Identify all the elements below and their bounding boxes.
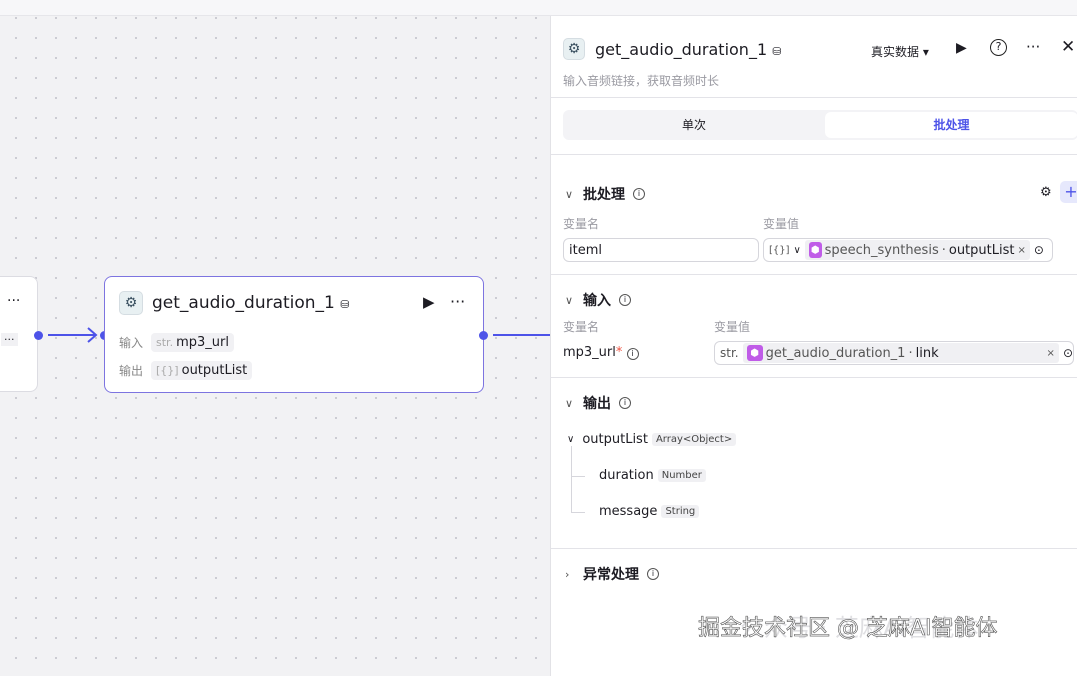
tab-batch[interactable]: 批处理	[825, 112, 1077, 138]
input-var-name: mp3_url	[563, 345, 616, 360]
col-var-name: 变量名	[563, 217, 600, 231]
batch-var-name-input[interactable]: iteml	[563, 238, 759, 262]
plugin-icon: ⚙	[119, 291, 143, 315]
plugin-badge-icon: ⛁	[772, 45, 782, 58]
close-icon[interactable]: ✕	[1061, 37, 1076, 57]
type-str: str.	[720, 346, 739, 360]
col-var-name: 变量名	[563, 320, 600, 334]
more-icon[interactable]: ···	[7, 293, 21, 309]
connection-line	[493, 334, 550, 336]
more-icon[interactable]: ···	[450, 292, 466, 311]
target-icon[interactable]: ⊙	[1033, 243, 1044, 257]
help-icon[interactable]: ?	[990, 39, 1007, 56]
node-settings-panel: ⚙ get_audio_duration_1 ⛁ 真实数据 ▾ ▶ ? ··· …	[550, 16, 1077, 676]
previous-node[interactable]: ··· ···	[0, 276, 38, 392]
type-str: str.	[156, 336, 174, 349]
node-ref-icon: ⬢	[808, 242, 822, 258]
plugin-icon: ⚙	[563, 38, 585, 60]
connection-arrow	[48, 327, 98, 343]
node-get-audio-duration[interactable]: ⚙ get_audio_duration_1 ⛁ ▶ ··· 输入 str.mp3…	[104, 276, 484, 393]
node-title: get_audio_duration_1	[152, 293, 335, 313]
panel-title: get_audio_duration_1	[595, 40, 768, 59]
col-var-value: 变量值	[763, 217, 800, 231]
run-icon[interactable]: ▶	[956, 40, 967, 56]
output-port[interactable]	[34, 331, 43, 340]
node-ref-icon: ⬢	[746, 345, 763, 361]
data-mode-dropdown[interactable]: 真实数据 ▾	[871, 45, 929, 59]
batch-var-value-input[interactable]: [{}]∨ ⬢speech_synthesis·outputList× ⊙	[763, 238, 1053, 262]
panel-description: 输入音频链接，获取音频时长	[563, 74, 720, 88]
input-name: mp3_url	[176, 335, 229, 350]
output-name: outputList	[181, 363, 248, 378]
plugin-badge-icon: ⛁	[340, 298, 350, 311]
clear-icon[interactable]: ×	[1046, 347, 1055, 359]
chevron-down-icon: ∨	[565, 396, 574, 410]
info-icon[interactable]: i	[619, 397, 631, 409]
more-icon: ···	[1, 333, 18, 346]
clear-icon[interactable]: ×	[1017, 244, 1026, 256]
output-port[interactable]	[479, 331, 488, 340]
run-icon[interactable]: ▶	[423, 293, 435, 311]
chevron-down-icon[interactable]: ∨	[793, 244, 801, 256]
type-array: [{}]	[156, 364, 179, 377]
more-icon[interactable]: ···	[1026, 38, 1041, 56]
info-icon[interactable]: i	[626, 348, 639, 360]
top-bar	[0, 0, 1077, 16]
type-array: [{}]	[769, 244, 790, 256]
watermark-front: 掘金技术社区 @ 芝麻AI智能体	[698, 616, 998, 642]
output-label: 输出	[119, 364, 144, 378]
target-icon[interactable]: ⊙	[1062, 346, 1073, 360]
add-button[interactable]: +	[1060, 181, 1077, 203]
chevron-right-icon: ›	[565, 567, 570, 581]
chevron-down-icon: ∨	[565, 293, 574, 307]
input-var-value-input[interactable]: str. ⬢get_audio_duration_1·link× ⊙	[714, 341, 1074, 365]
chevron-down-icon: ∨	[565, 187, 574, 201]
info-icon[interactable]: i	[619, 294, 631, 306]
settings-icon[interactable]: ⚙	[1040, 185, 1052, 200]
col-var-value: 变量值	[714, 320, 751, 334]
watermark-back: 公众号 · 芝麻AI智能体	[740, 614, 979, 642]
info-icon[interactable]: i	[633, 188, 645, 200]
tab-single[interactable]: 单次	[681, 118, 706, 132]
chevron-down-icon[interactable]: ∨	[567, 434, 575, 445]
info-icon[interactable]: i	[647, 568, 659, 580]
mode-tabs: 单次 批处理	[563, 110, 1077, 140]
input-label: 输入	[119, 336, 144, 350]
